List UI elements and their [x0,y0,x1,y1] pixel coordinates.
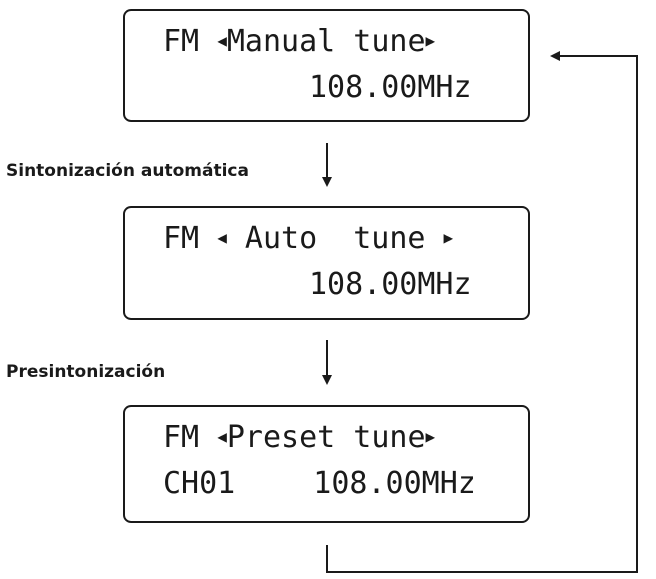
lcd-line-1: FM ◀Manual tune▶ [163,23,435,60]
screen-title: Manual tune [226,24,426,59]
screen-title: Preset tune [226,420,426,455]
lcd-screen-auto-tune: FM ◀ Auto tune ▶ 108.00MHz [123,206,530,320]
mode-label: FM [163,221,200,256]
frequency-readout: 108.00MHz [309,267,472,302]
lcd-line-1: FM ◀ Auto tune ▶ [163,220,453,257]
left-triangle-icon: ◀ [217,228,227,247]
label-preset-step: Presintonización [6,362,166,382]
mode-label: FM [163,24,200,59]
mode-label: FM [163,420,200,455]
right-triangle-icon: ▶ [425,31,436,50]
screen-title: Auto tune [244,221,426,256]
lcd-line-1: FM ◀Preset tune▶ [163,419,435,456]
right-triangle-icon: ▶ [425,427,436,446]
frequency-readout: 108.00MHz [309,70,472,105]
left-triangle-icon: ◀ [217,31,227,50]
lcd-screen-preset-tune: FM ◀Preset tune▶ CH01 108.00MHz [123,405,530,523]
label-auto-tune-step: Sintonización automática [6,161,249,181]
channel-frequency-readout: CH01 108.00MHz [163,466,476,501]
right-triangle-icon: ▶ [443,228,454,247]
arrow-preset-to-manual-loop [326,51,638,573]
left-triangle-icon: ◀ [217,427,227,446]
lcd-screen-manual-tune: FM ◀Manual tune▶ 108.00MHz [123,9,530,122]
